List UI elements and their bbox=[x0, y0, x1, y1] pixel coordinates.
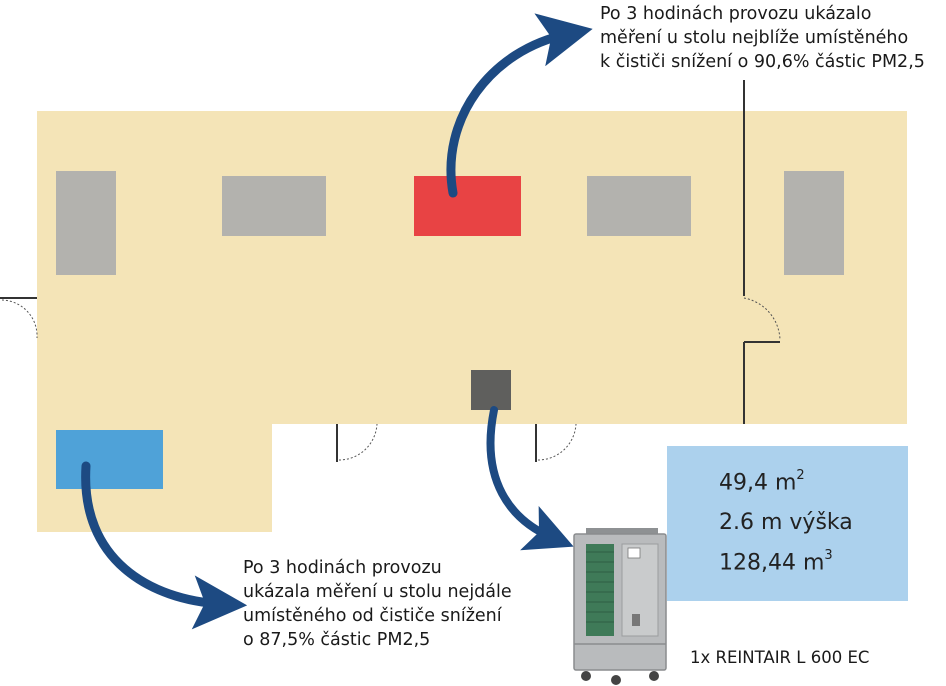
room-volume: 128,44 m3 bbox=[719, 548, 833, 576]
farthest-desk-annotation: Po 3 hodinách provozu ukázala měření u s… bbox=[243, 556, 512, 652]
purifier-spot bbox=[471, 370, 511, 410]
nearest-annotation-line: k čističi snížení o 90,6% částic PM2,5 bbox=[600, 52, 925, 72]
room-height: 2.6 m výška bbox=[719, 510, 853, 535]
desk-farthest bbox=[56, 430, 163, 489]
arrow-farthest-desk bbox=[81, 461, 248, 630]
room-area-value: 49,4 m bbox=[719, 470, 797, 496]
device-label: 1x REINTAIR L 600 EC bbox=[690, 648, 870, 667]
farthest-annotation-line: o 87,5% částic PM2,5 bbox=[243, 630, 431, 650]
door-swing-left bbox=[1, 299, 38, 339]
desk-2 bbox=[222, 176, 326, 236]
farthest-annotation-line: Po 3 hodinách provozu bbox=[243, 558, 442, 578]
arrow-nearest-desk bbox=[446, 13, 593, 198]
room-info-box: 49,4 m2 2.6 m výška 128,44 m3 bbox=[667, 446, 908, 601]
nearest-annotation-line: měření u stolu nejblíže umístěného bbox=[600, 28, 909, 48]
area-unit-superscript: 2 bbox=[796, 468, 805, 483]
farthest-annotation-line: ukázala měření u stolu nejdále bbox=[243, 582, 512, 602]
desk-nearest bbox=[414, 176, 521, 236]
desk-5 bbox=[784, 171, 844, 275]
nearest-annotation-line: Po 3 hodinách provozu ukázalo bbox=[600, 4, 872, 24]
desk-1 bbox=[56, 171, 116, 275]
door-swing-bottom-2 bbox=[537, 423, 577, 461]
desk-4 bbox=[587, 176, 691, 236]
arrow-purifier bbox=[486, 406, 574, 551]
air-purifier-icon bbox=[573, 528, 667, 685]
farthest-annotation-line: umístěného od čističe snížení bbox=[243, 606, 502, 626]
room-volume-value: 128,44 m bbox=[719, 550, 825, 576]
volume-unit-superscript: 3 bbox=[824, 548, 833, 563]
door-swing-bottom-1 bbox=[338, 423, 378, 461]
room-area: 49,4 m2 bbox=[719, 468, 805, 496]
nearest-desk-annotation: Po 3 hodinách provozu ukázalo měření u s… bbox=[600, 2, 925, 74]
door-swing-partition bbox=[743, 297, 781, 341]
